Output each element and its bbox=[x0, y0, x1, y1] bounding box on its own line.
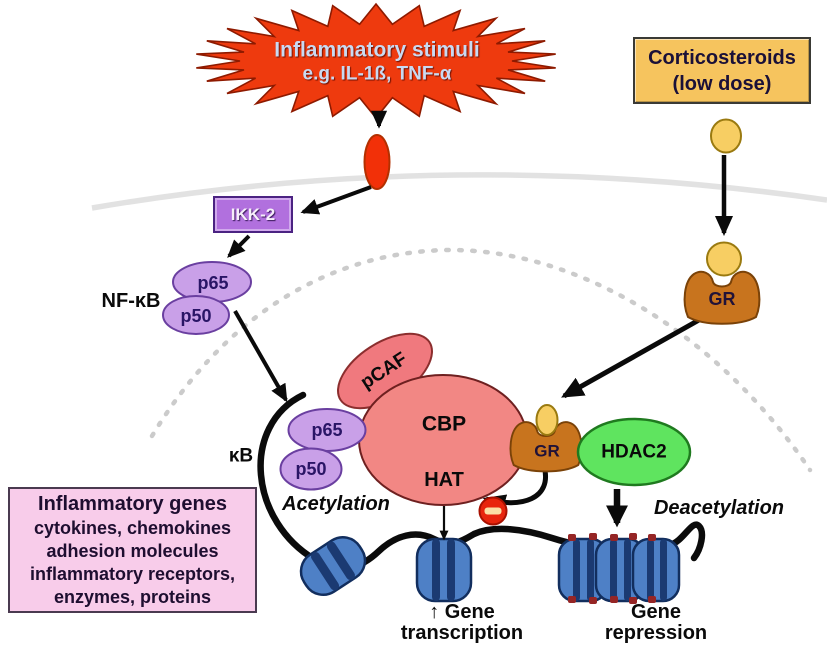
arrow-receptor-to-ikk2 bbox=[300, 185, 372, 215]
arrow-gr-to-nucleus bbox=[561, 317, 701, 399]
corticosteroids-box: Corticosteroids (low dose) bbox=[633, 37, 811, 104]
arrow-ikk2-to-nfkb bbox=[227, 234, 251, 258]
gene-transcription-line1: ↑ Gene bbox=[429, 601, 495, 623]
nucleosome-open bbox=[299, 535, 367, 597]
nucleosome-repressed-cluster bbox=[557, 533, 681, 604]
acetylation-label: Acetylation bbox=[282, 493, 390, 515]
gr-label-nucleus: GR bbox=[534, 441, 560, 461]
gr-label-cytoplasm: GR bbox=[708, 289, 736, 309]
burst-line2: e.g. IL-1ß, TNF-α bbox=[302, 63, 452, 85]
p50-oval-cytoplasm bbox=[162, 295, 230, 335]
cbp-label: CBP bbox=[421, 412, 467, 436]
inflammatory-genes-box: Inflammatory genes cytokines, chemokines… bbox=[8, 487, 257, 613]
inflammatory-stimuli-burst-text: Inflammatory stimuli e.g. IL-1ß, TNF-α bbox=[242, 38, 512, 87]
corticosteroids-line1: Corticosteroids bbox=[648, 46, 796, 69]
hdac2-oval bbox=[576, 417, 692, 487]
p50-oval-nucleus bbox=[279, 447, 343, 491]
gene-repression-label: Gene repression bbox=[605, 602, 707, 644]
p50-label-nucleus: p50 bbox=[295, 459, 327, 479]
ligand-oval-nucleus bbox=[535, 404, 559, 436]
gene-transcription-label: ↑ Gene transcription bbox=[401, 602, 523, 644]
membrane-receptor bbox=[363, 134, 391, 190]
hat-label: HAT bbox=[424, 469, 464, 491]
histone-tail-marks bbox=[568, 533, 656, 604]
p50-label-cytoplasm: p50 bbox=[180, 306, 212, 326]
nucleosome-transcription bbox=[415, 537, 473, 603]
inhibit-minus-badge bbox=[478, 496, 508, 526]
corticosteroid-molecule-oval bbox=[710, 118, 742, 154]
ligand-oval-cytoplasm bbox=[706, 241, 742, 277]
ikk2-label: IKK-2 bbox=[230, 204, 276, 224]
arrow-nfkb-to-kb-site bbox=[233, 310, 288, 403]
gene-repression-line1: Gene bbox=[630, 601, 682, 623]
corticosteroids-line2: (low dose) bbox=[672, 72, 772, 95]
nuclear-membrane-dotted bbox=[149, 247, 813, 473]
burst-line1: Inflammatory stimuli bbox=[274, 38, 480, 62]
gene-repression-line2: repression bbox=[604, 622, 708, 644]
inflammatory-genes-line: cytokines, chemokines bbox=[33, 518, 232, 538]
p65-label-nucleus: p65 bbox=[311, 420, 343, 440]
inflammatory-genes-line: inflammatory receptors, bbox=[29, 564, 236, 584]
p65-label-cytoplasm: p65 bbox=[197, 273, 229, 293]
plasma-membrane bbox=[91, 172, 827, 211]
inflammatory-genes-title: Inflammatory genes bbox=[38, 493, 227, 515]
ikk2-box: IKK-2 bbox=[213, 196, 293, 233]
gene-transcription-line2: transcription bbox=[400, 622, 524, 644]
hdac2-label: HDAC2 bbox=[601, 441, 667, 463]
nfkb-label: NF-κB bbox=[101, 290, 161, 312]
kb-site-label: κB bbox=[228, 445, 254, 467]
inflammatory-genes-line: enzymes, proteins bbox=[53, 587, 212, 607]
deacetylation-label: Deacetylation bbox=[653, 497, 785, 519]
inflammatory-genes-line: adhesion molecules bbox=[46, 541, 219, 561]
